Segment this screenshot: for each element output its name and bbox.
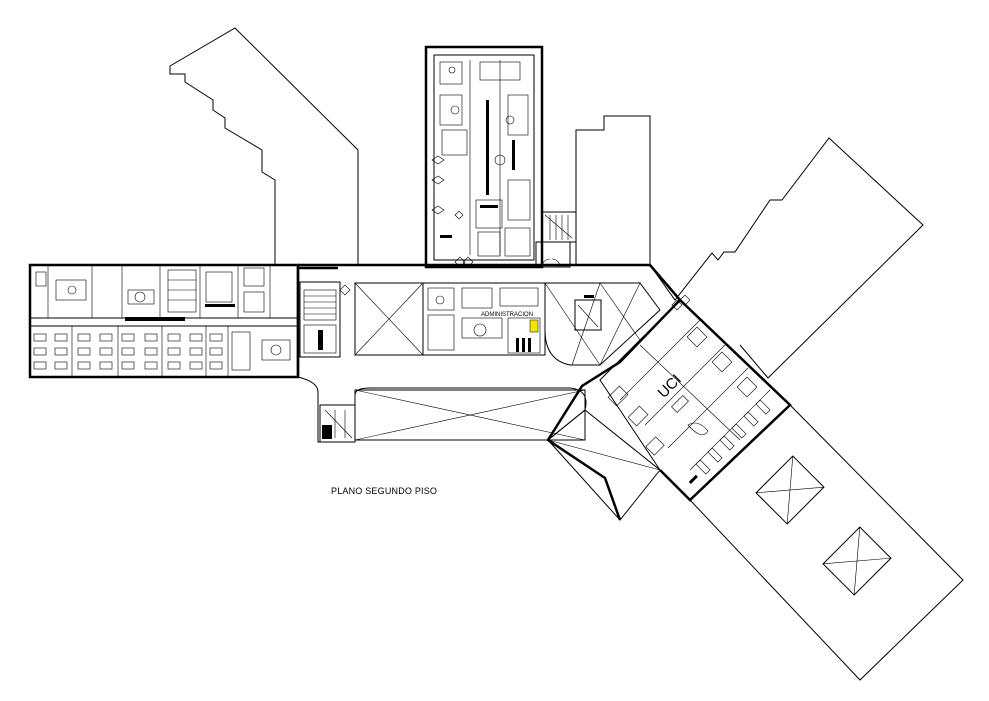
north-wing — [424, 45, 544, 269]
administracion-block: ADMINISTRACION — [422, 282, 546, 356]
stair-east — [574, 294, 691, 331]
adjacent-building-right — [649, 137, 924, 379]
adjacent-building-left — [169, 27, 359, 265]
uci-wing: UCI — [599, 299, 792, 502]
west-block — [28, 263, 300, 379]
ward-beds — [33, 333, 223, 370]
stair-north — [535, 211, 577, 268]
room-label-administracion: ADMINISTRACION — [481, 312, 533, 318]
room-label-uci: UCI — [655, 371, 685, 401]
plan-title: PLANO SEGUNDO PISO — [331, 486, 438, 496]
central-corridor — [296, 256, 682, 521]
southeast-extension — [689, 404, 964, 681]
adjacent-building-right-top — [575, 115, 651, 265]
